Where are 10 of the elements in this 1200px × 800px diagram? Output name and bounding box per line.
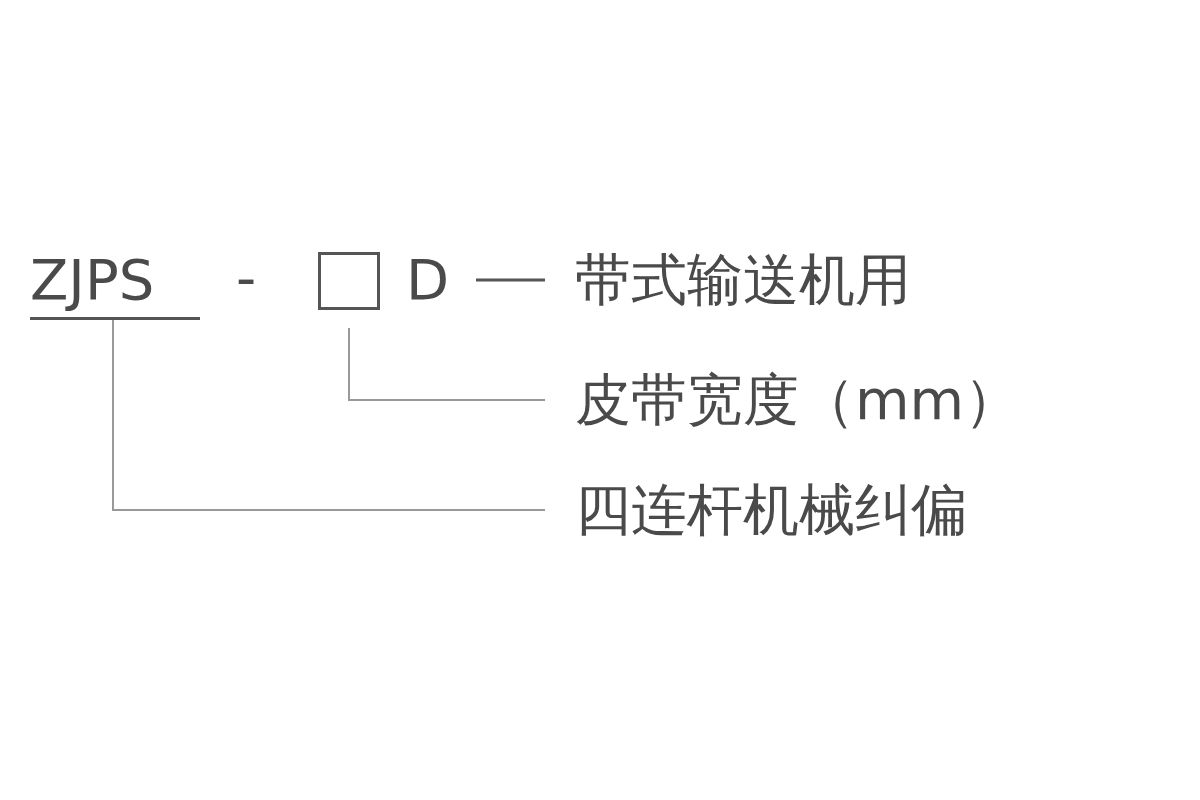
item-description: 皮带宽度（mm） [575,368,1175,432]
leader-line [476,278,545,282]
leader-line [348,327,546,401]
model-code: ZJPS [30,248,200,320]
item-description: 四连杆机械纠偏 [575,478,1135,542]
placeholder-box [318,252,380,310]
item-description: 带式输送机用 [575,248,1055,312]
leader-line [112,319,546,511]
separator-dash: - [236,246,257,310]
model-letter: D [406,248,458,312]
